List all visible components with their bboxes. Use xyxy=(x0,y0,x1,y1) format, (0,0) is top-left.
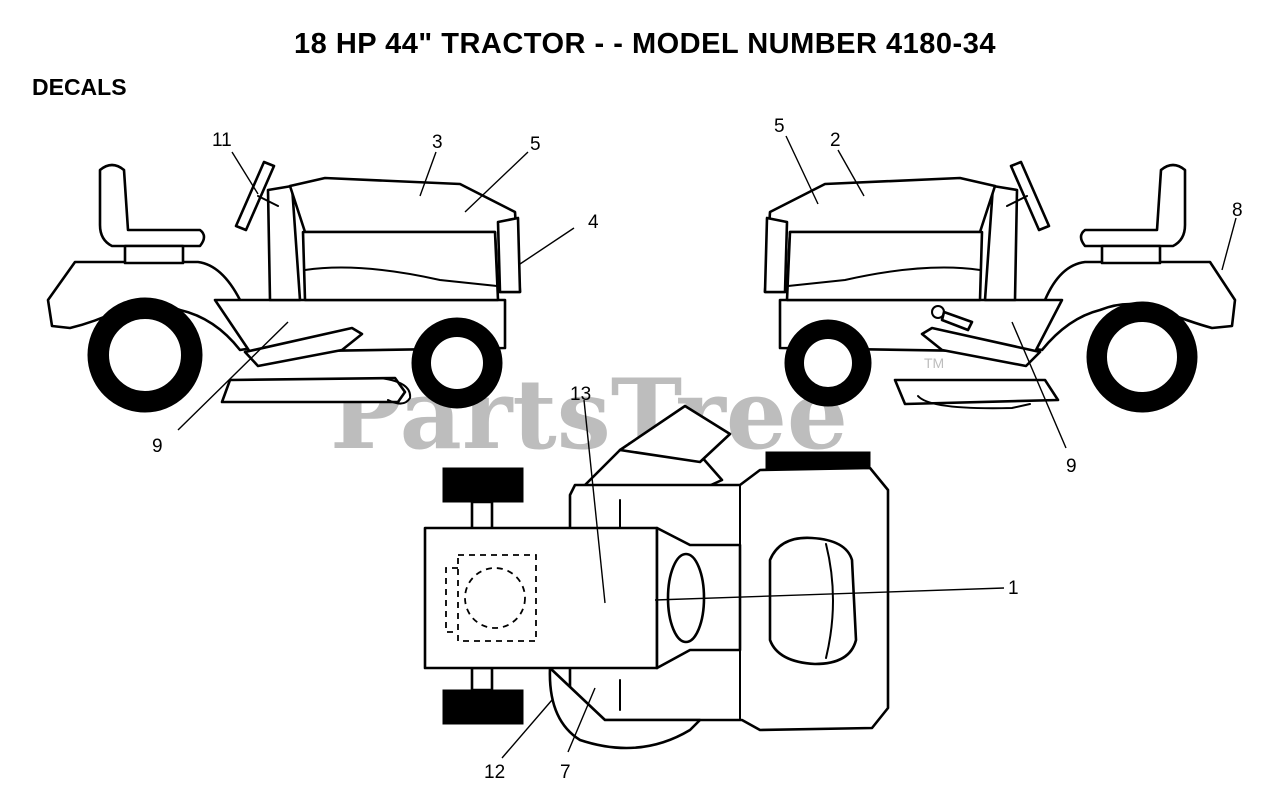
callout-9-left: 9 xyxy=(152,436,163,457)
diagram-title: 18 HP 44" TRACTOR - - MODEL NUMBER 4180-… xyxy=(294,28,996,60)
callout-2: 2 xyxy=(830,130,841,151)
callout-5-left: 5 xyxy=(530,134,541,155)
watermark-tm: TM xyxy=(924,355,944,371)
callout-8: 8 xyxy=(1232,200,1243,221)
callout-11: 11 xyxy=(212,130,232,151)
callout-13: 13 xyxy=(570,384,591,405)
callout-3: 3 xyxy=(432,132,443,153)
section-label: DECALS xyxy=(32,74,127,100)
tractor-right-view xyxy=(763,160,1237,413)
leader-lines xyxy=(177,135,1237,759)
callout-9-right: 9 xyxy=(1066,456,1077,477)
tractor-left-view xyxy=(46,160,522,413)
callout-12: 12 xyxy=(484,762,505,783)
callout-1: 1 xyxy=(1008,578,1019,599)
tractor-top-view xyxy=(423,404,890,750)
callout-5-right: 5 xyxy=(774,116,785,137)
callout-7: 7 xyxy=(560,762,571,783)
callout-4: 4 xyxy=(588,212,599,233)
callout-labels: 11 3 5 4 9 5 2 8 9 13 1 12 7 xyxy=(152,116,1243,783)
